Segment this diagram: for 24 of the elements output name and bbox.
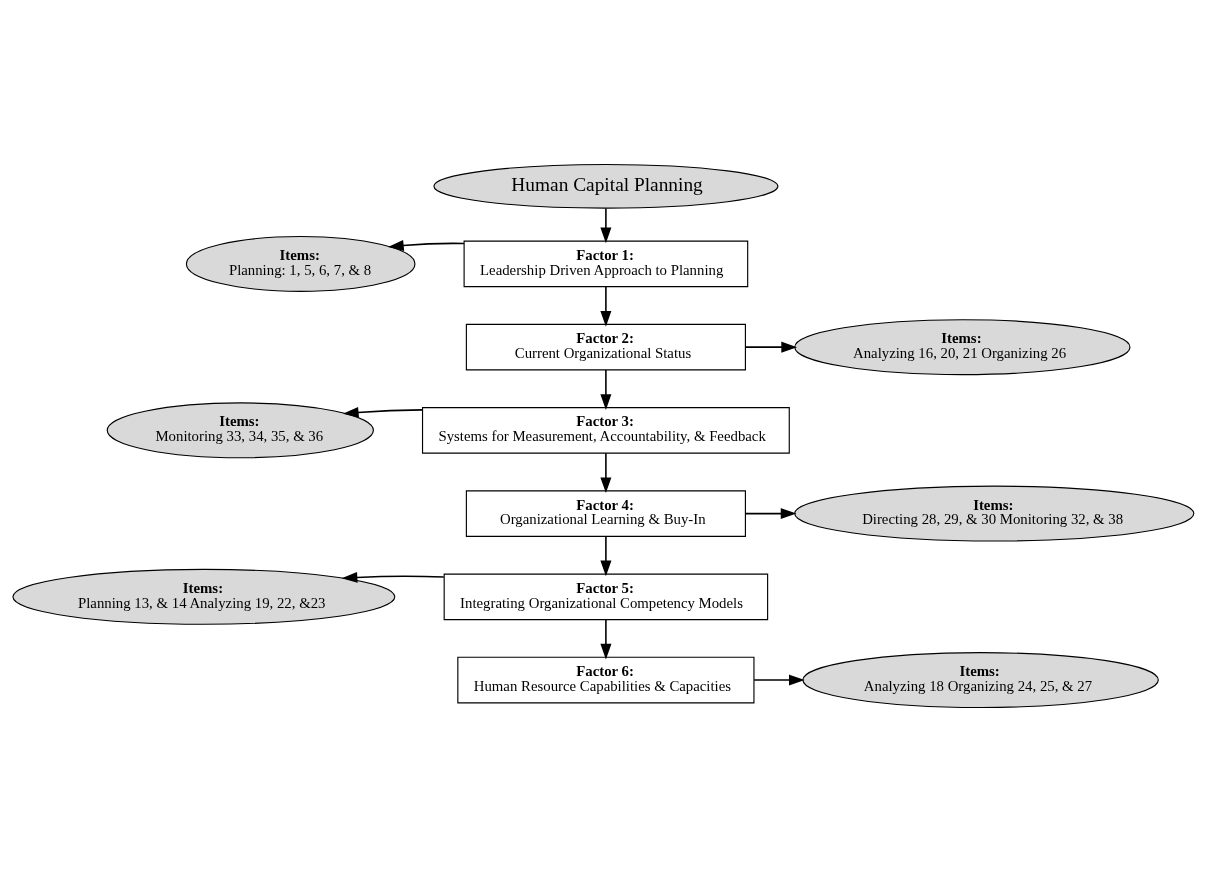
node-ellipse: Items: Directing 28, 29, & 30 Monitoring 32, & 38 — [794, 485, 1195, 542]
arrow — [388, 239, 465, 251]
node-box: Factor 2: Current Organizational Status — [465, 323, 746, 370]
arrow — [600, 618, 612, 660]
arrow — [600, 368, 612, 410]
arrow — [744, 341, 798, 353]
arrow — [744, 507, 797, 519]
arrow — [341, 571, 445, 583]
arrow — [753, 674, 805, 686]
arrow — [600, 285, 612, 327]
node-box: Factor 1: Leadership Driven Approach to Planning — [463, 240, 749, 287]
node-box: Factor 4: Organizational Learning & Buy-In — [465, 489, 746, 537]
node-ellipse: Human Capital Planning — [433, 163, 779, 209]
node-box: Factor 3: Systems for Measurement, Accountability, & Feedback — [421, 406, 790, 454]
node-ellipse: Items: Monitoring 33, 34, 35, & 36 — [106, 401, 374, 458]
arrow — [600, 207, 612, 243]
node-box: Factor 6: Human Resource Capabilities & Capacities — [457, 656, 755, 703]
node-ellipse: Items: Analyzing 18 Organizing 24, 25, & 27 — [802, 651, 1159, 708]
node-ellipse: Items: Planning: 1, 5, 6, 7, & 8 — [185, 235, 416, 292]
arrow — [600, 535, 612, 576]
arrow — [342, 406, 423, 418]
arrow — [600, 451, 612, 493]
node-box: Factor 5: Integrating Organizational Competency Models — [443, 573, 769, 620]
node-ellipse: Items: Analyzing 16, 20, 21 Organizing 26 — [794, 318, 1131, 375]
